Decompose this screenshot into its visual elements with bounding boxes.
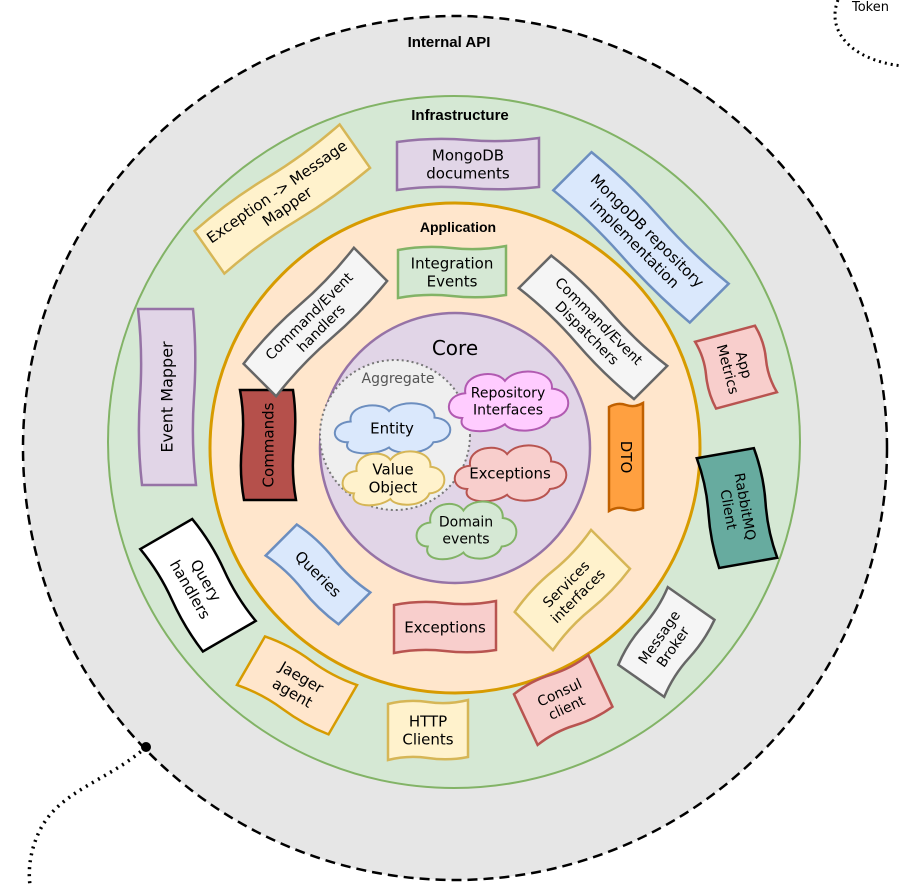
consul-client-shape [512, 653, 615, 747]
http-clients-text-1: Clients [402, 730, 453, 748]
queries-shape [263, 522, 373, 626]
event-mapper-box: Event Mapper [136, 307, 198, 487]
entity-text-0: Entity [370, 419, 414, 437]
value-object-text-0: Value [372, 460, 413, 478]
query-handlers-shape [138, 517, 258, 654]
dto-box: DTO [607, 400, 645, 514]
http-clients-text-0: HTTP [409, 712, 447, 730]
infrastructure-label: Infrastructure [411, 107, 509, 124]
core-clouds: EntityValueObjectRepositoryInterfacesExc… [333, 370, 570, 561]
app-metrics-text-0: App [732, 350, 755, 381]
domain-events-text-0: Domain [439, 515, 493, 531]
command-event-dispatchers-shape [516, 253, 670, 401]
integration-events-text-0: Integration [411, 254, 494, 272]
integration-events-shape [396, 244, 508, 300]
connector-dot [141, 742, 151, 752]
rabbitmq-client-shape [695, 446, 779, 570]
http-clients-shape [386, 698, 470, 762]
application-label: Application [420, 219, 496, 235]
mongodb-repository-shape [551, 150, 731, 325]
dto-text-0: DTO [617, 441, 635, 474]
token-label: Token [851, 0, 889, 15]
exceptions-box: Exceptions [392, 599, 498, 655]
domain-events-text-1: events [442, 531, 489, 547]
dto-shape [607, 400, 645, 514]
integration-events-text-1: Events [427, 272, 478, 290]
services-interfaces-shape [513, 527, 632, 653]
command-event-handlers-shape [241, 245, 389, 399]
commands-text-0: Commands [259, 402, 277, 487]
repository-interfaces-text-1: Interfaces [473, 402, 543, 418]
commands-shape [238, 388, 298, 502]
event-mapper-shape [136, 307, 198, 487]
internal-api-label: Internal API [408, 34, 491, 51]
mongodb-documents-text-0: MongoDB [432, 146, 504, 164]
repository-interfaces-text-0: Repository [471, 386, 545, 402]
exceptions-cloud: Exceptions [453, 444, 568, 503]
mongodb-documents-text-1: documents [426, 164, 510, 182]
jaeger-agent-shape [235, 634, 359, 736]
aggregate-label: Aggregate [362, 371, 435, 387]
core-label: Core [432, 336, 478, 360]
token-connector [833, 0, 902, 68]
app-metrics-shape [693, 324, 779, 411]
exceptions-text-0: Exceptions [404, 618, 486, 636]
mongodb-documents-shape [395, 136, 541, 192]
rabbitmq-client-text-1: Client [716, 488, 739, 531]
commands-box: Commands [238, 388, 298, 502]
message-broker-shape [616, 585, 717, 699]
value-object-text-1: Object [369, 478, 418, 496]
entity-cloud: Entity [333, 402, 452, 455]
external-connector [27, 745, 148, 885]
exceptions-text-0: Exceptions [469, 464, 551, 482]
exceptions-shape [392, 599, 498, 655]
event-mapper-text-0: Event Mapper [158, 341, 177, 453]
exception-mapper-shape [192, 122, 372, 276]
